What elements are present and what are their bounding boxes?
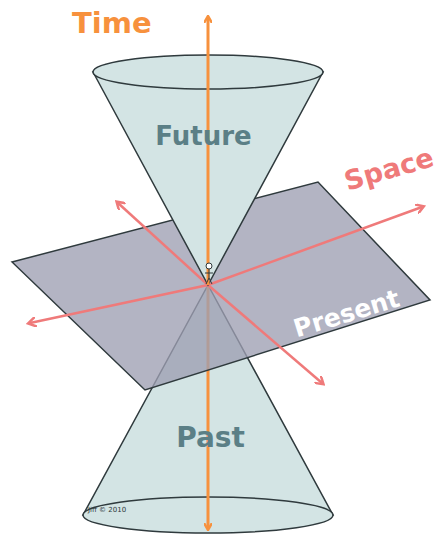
space-axis [30, 285, 208, 323]
region: Present [288, 296, 406, 331]
region: Past [172, 418, 249, 457]
signature: Jiff © 2010 [88, 506, 126, 514]
region: Future [151, 118, 256, 154]
future-cone-label: Future [155, 121, 251, 151]
time-axis-upper [207, 18, 210, 285]
past-cone-label: Past [176, 421, 245, 454]
axis-title: Time [72, 6, 152, 40]
axis-title: Space [341, 141, 437, 196]
observer-figure [205, 263, 213, 284]
